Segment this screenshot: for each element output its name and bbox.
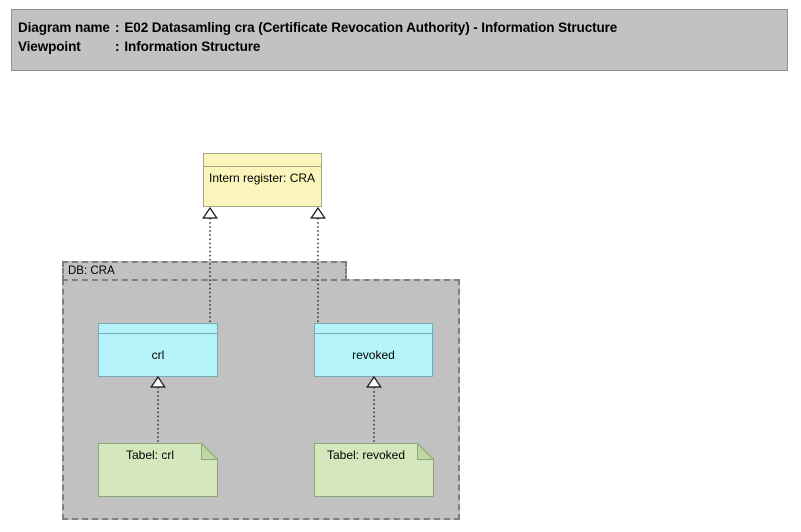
header-label: Diagram name <box>18 20 110 35</box>
note-shape <box>314 443 434 497</box>
node-label: Intern register: CRA <box>209 171 316 185</box>
realization-arrowhead-icon <box>310 206 326 219</box>
node-label: revoked <box>352 348 395 362</box>
folded-corner-icon <box>201 443 218 460</box>
header-value: E02 Datasamling cra (Certificate Revocat… <box>124 20 618 35</box>
object-title-bar <box>315 324 432 334</box>
header-line-viewpoint: Viewpoint: Information Structure <box>18 37 781 56</box>
header-label: Viewpoint <box>18 39 81 54</box>
folded-corner-icon <box>417 443 434 460</box>
note-label: Tabel: crl <box>125 448 175 462</box>
header-separator: : <box>115 20 120 35</box>
group-label: DB: CRA <box>68 265 115 277</box>
object-title-bar <box>99 324 217 334</box>
header-value: Information Structure <box>124 39 261 54</box>
node-intern-register-cra[interactable]: Intern register: CRA <box>203 153 322 207</box>
header-line-diagram-name: Diagram name: E02 Datasamling cra (Certif… <box>18 18 781 37</box>
object-title-bar <box>204 154 321 167</box>
note-tabel-crl[interactable]: Tabel: crl <box>98 443 218 497</box>
note-shape <box>98 443 218 497</box>
realization-arrowhead-icon <box>202 206 218 219</box>
node-crl[interactable]: crl <box>98 323 218 377</box>
note-label: Tabel: revoked <box>326 448 406 462</box>
diagram-header: Diagram name: E02 Datasamling cra (Certif… <box>11 9 788 71</box>
node-label: crl <box>151 348 165 362</box>
group-db-cra-tab[interactable]: DB: CRA <box>62 261 347 281</box>
header-separator: : <box>115 39 120 54</box>
node-revoked[interactable]: revoked <box>314 323 433 377</box>
note-tabel-revoked[interactable]: Tabel: revoked <box>314 443 434 497</box>
